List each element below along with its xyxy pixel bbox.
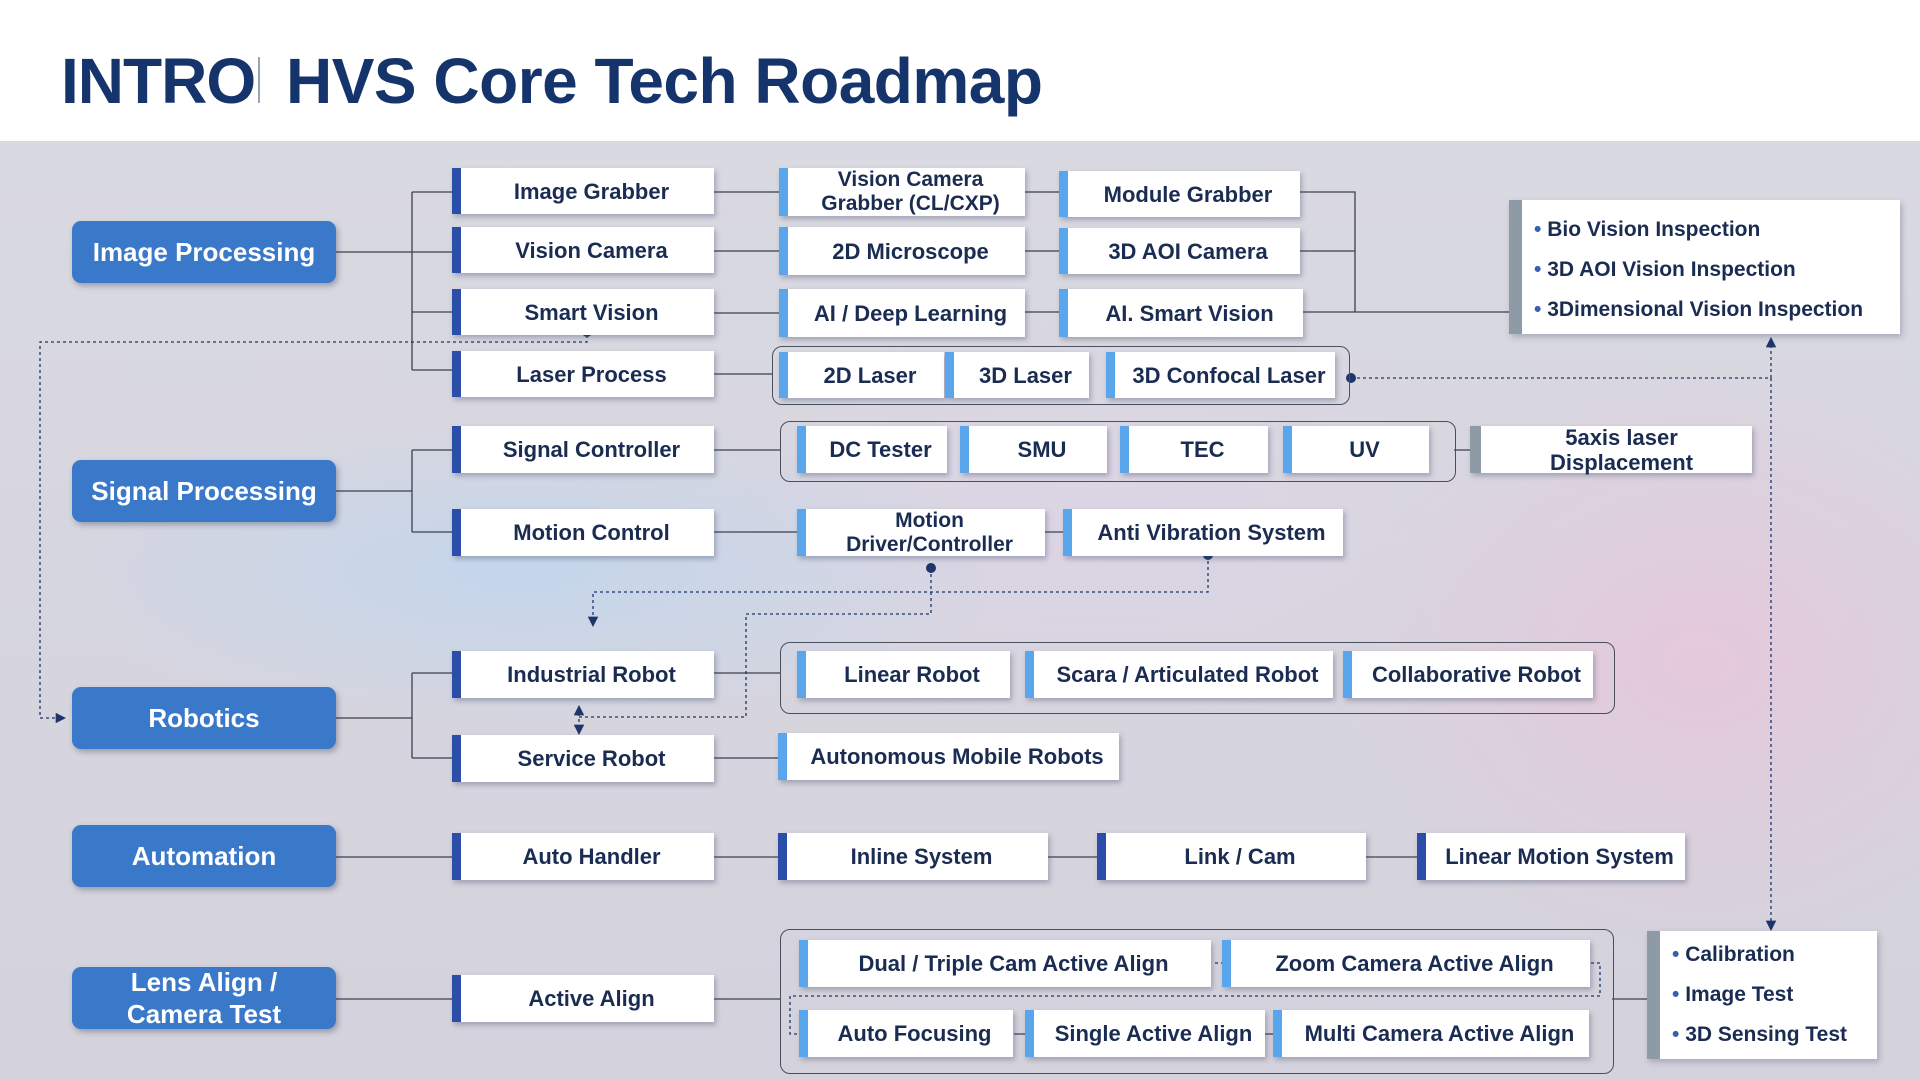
active-align-group	[780, 929, 1614, 1074]
category-image-processing[interactable]: Image Processing	[72, 221, 336, 283]
inspection-item-3dimensional: 3Dimensional Vision Inspection	[1534, 290, 1888, 330]
node-vision-camera-grabber[interactable]: Vision Camera Grabber (CL/CXP)	[779, 168, 1025, 216]
roadmap-canvas: Image Processing Signal Processing Robot…	[0, 141, 1920, 1080]
node-ai-smart-vision[interactable]: AI. Smart Vision	[1059, 289, 1303, 337]
node-link-cam[interactable]: Link / Cam	[1097, 833, 1366, 880]
header: INTRO HVS Core Tech Roadmap	[0, 0, 1920, 141]
inspection-panel: Bio Vision Inspection 3D AOI Vision Insp…	[1509, 200, 1900, 334]
node-uv[interactable]: UV	[1283, 426, 1429, 473]
node-inline-system[interactable]: Inline System	[778, 833, 1048, 880]
node-2d-laser[interactable]: 2D Laser	[779, 352, 944, 398]
node-motion-driver-controller[interactable]: Motion Driver/Controller	[797, 509, 1045, 556]
test-item-calibration: Calibration	[1672, 935, 1865, 975]
node-collaborative-robot[interactable]: Collaborative Robot	[1343, 651, 1593, 698]
node-industrial-robot[interactable]: Industrial Robot	[452, 651, 714, 698]
inspection-item-3d-aoi: 3D AOI Vision Inspection	[1534, 250, 1888, 290]
category-signal-processing[interactable]: Signal Processing	[72, 460, 336, 522]
node-module-grabber[interactable]: Module Grabber	[1059, 171, 1300, 217]
test-item-image-test: Image Test	[1672, 975, 1865, 1015]
node-auto-handler[interactable]: Auto Handler	[452, 833, 714, 880]
node-auto-focusing[interactable]: Auto Focusing	[799, 1010, 1013, 1057]
node-motion-control[interactable]: Motion Control	[452, 509, 714, 556]
node-3d-confocal-laser[interactable]: 3D Confocal Laser	[1106, 352, 1335, 398]
signal-instrument-group	[780, 421, 1456, 482]
node-dual-triple-cam-active-align[interactable]: Dual / Triple Cam Active Align	[799, 940, 1211, 987]
category-lens-align-camera-test[interactable]: Lens Align / Camera Test	[72, 967, 336, 1029]
node-signal-controller[interactable]: Signal Controller	[452, 426, 714, 473]
node-smu[interactable]: SMU	[960, 426, 1107, 473]
node-active-align[interactable]: Active Align	[452, 975, 714, 1022]
node-laser-process[interactable]: Laser Process	[452, 351, 714, 397]
node-scara-articulated-robot[interactable]: Scara / Articulated Robot	[1025, 651, 1333, 698]
test-item-3d-sensing-test: 3D Sensing Test	[1672, 1015, 1865, 1055]
node-image-grabber[interactable]: Image Grabber	[452, 168, 714, 214]
node-smart-vision[interactable]: Smart Vision	[452, 289, 714, 335]
node-2d-microscope[interactable]: 2D Microscope	[779, 227, 1025, 275]
node-tec[interactable]: TEC	[1120, 426, 1268, 473]
test-panel: Calibration Image Test 3D Sensing Test	[1647, 931, 1877, 1059]
node-multi-camera-active-align[interactable]: Multi Camera Active Align	[1273, 1010, 1589, 1057]
category-robotics[interactable]: Robotics	[72, 687, 336, 749]
node-dc-tester[interactable]: DC Tester	[797, 426, 947, 473]
node-autonomous-mobile-robots[interactable]: Autonomous Mobile Robots	[778, 733, 1119, 780]
node-zoom-camera-active-align[interactable]: Zoom Camera Active Align	[1222, 940, 1590, 987]
laser-group	[772, 346, 1350, 405]
node-anti-vibration-system[interactable]: Anti Vibration System	[1063, 509, 1343, 556]
node-single-active-align[interactable]: Single Active Align	[1025, 1010, 1265, 1057]
node-5axis-laser-displacement[interactable]: 5axis laser Displacement	[1470, 425, 1752, 475]
category-automation[interactable]: Automation	[72, 825, 336, 887]
node-vision-camera[interactable]: Vision Camera	[452, 227, 714, 273]
inspection-item-bio: Bio Vision Inspection	[1534, 210, 1888, 250]
node-3d-laser[interactable]: 3D Laser	[945, 352, 1089, 398]
connector-lines	[39, 191, 1777, 1035]
node-linear-motion-system[interactable]: Linear Motion System	[1417, 833, 1685, 880]
intro-label: INTRO	[61, 45, 256, 117]
robot-type-group	[780, 642, 1615, 714]
node-3d-aoi-camera[interactable]: 3D AOI Camera	[1059, 228, 1300, 274]
title-separator	[258, 57, 260, 103]
node-ai-deep-learning[interactable]: AI / Deep Learning	[779, 289, 1025, 337]
node-service-robot[interactable]: Service Robot	[452, 735, 714, 782]
node-linear-robot[interactable]: Linear Robot	[797, 651, 1010, 698]
page-title: HVS Core Tech Roadmap	[286, 45, 1043, 117]
